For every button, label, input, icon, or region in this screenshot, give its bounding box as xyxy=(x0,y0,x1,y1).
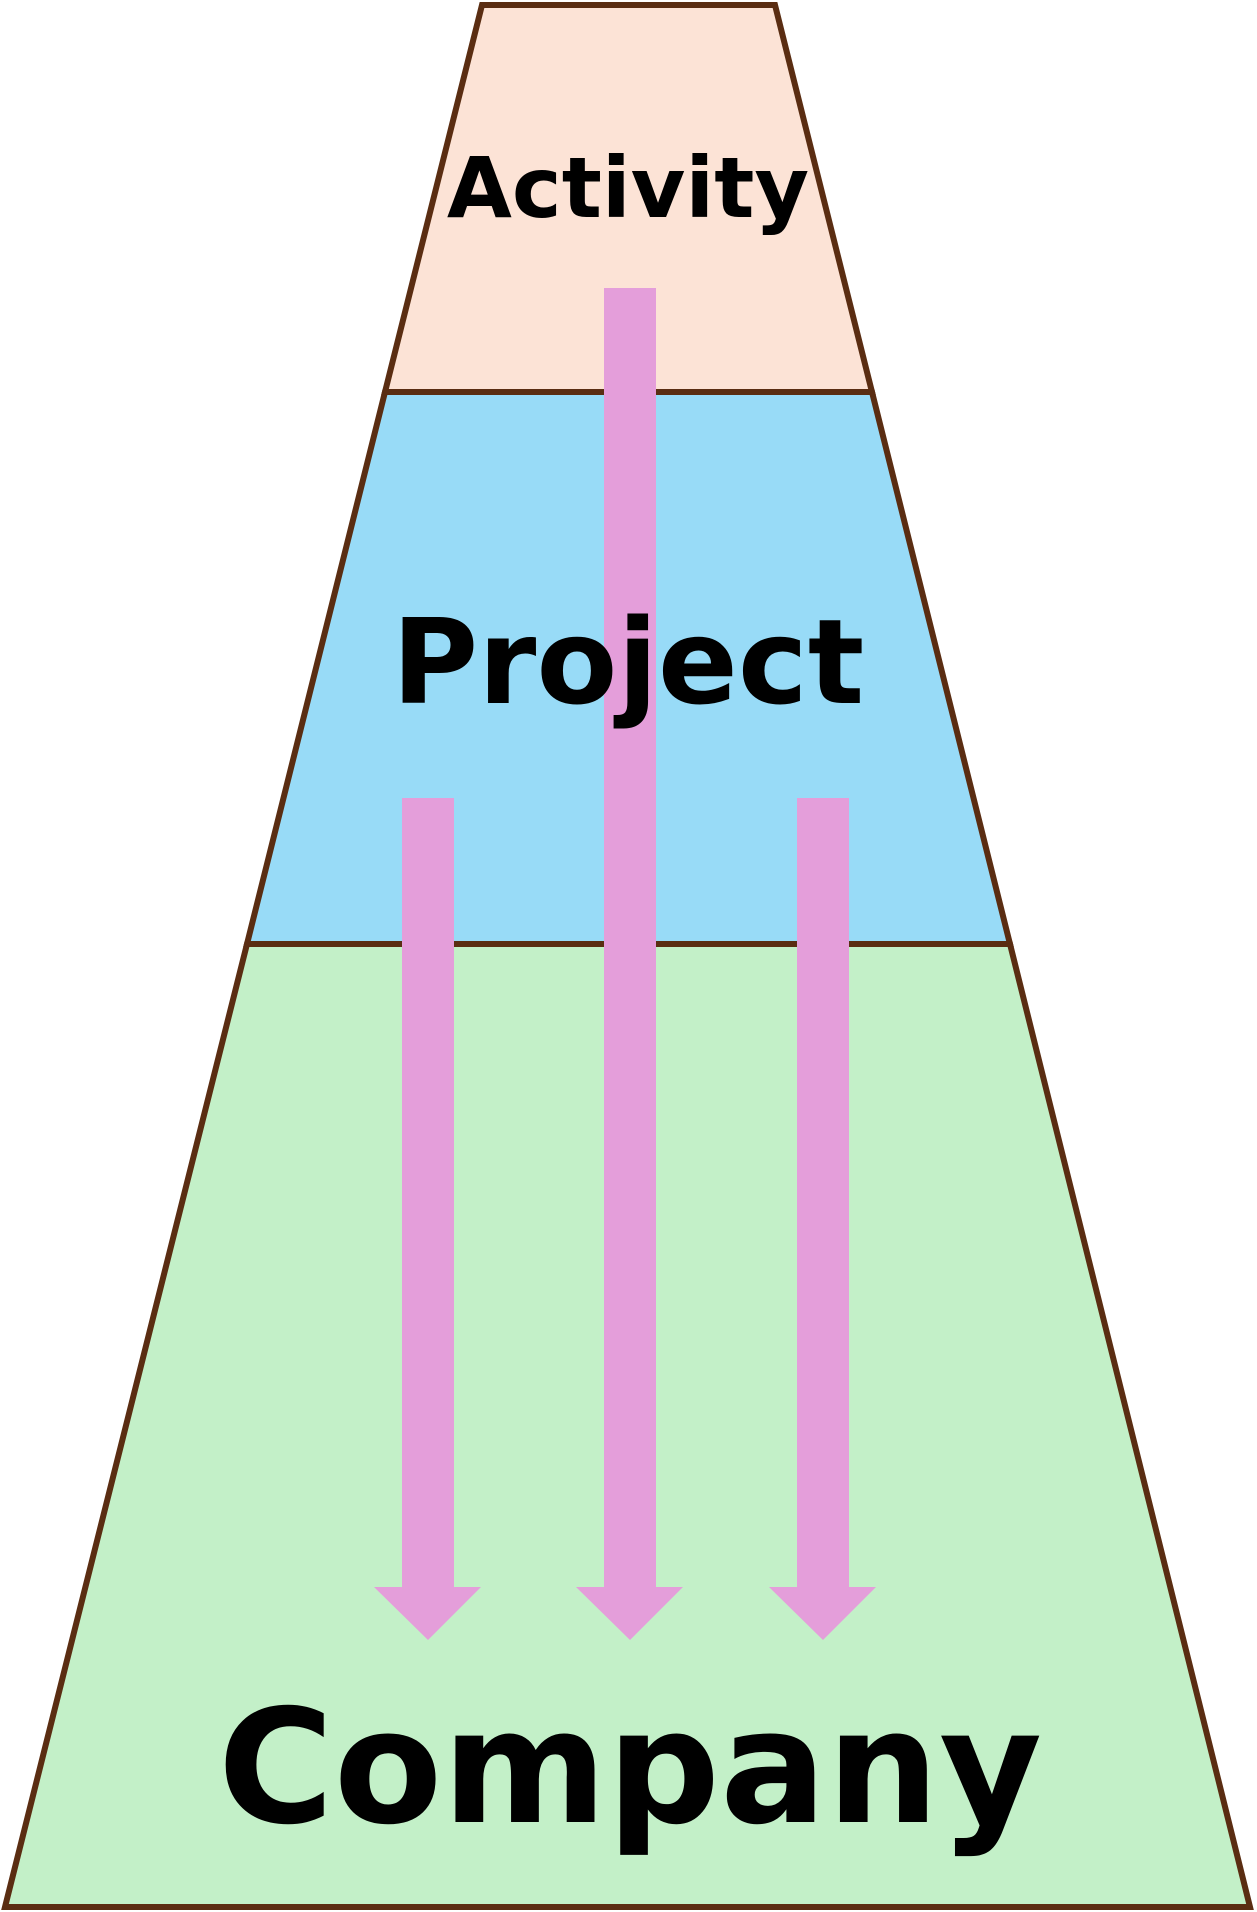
company-label: Company xyxy=(218,1676,1042,1860)
activity-label: Activity xyxy=(447,139,809,237)
project-label: Project xyxy=(392,593,865,731)
arrow-down-center xyxy=(576,288,683,1640)
arrow-down-right xyxy=(769,798,876,1640)
arrow-down-left xyxy=(374,798,481,1640)
